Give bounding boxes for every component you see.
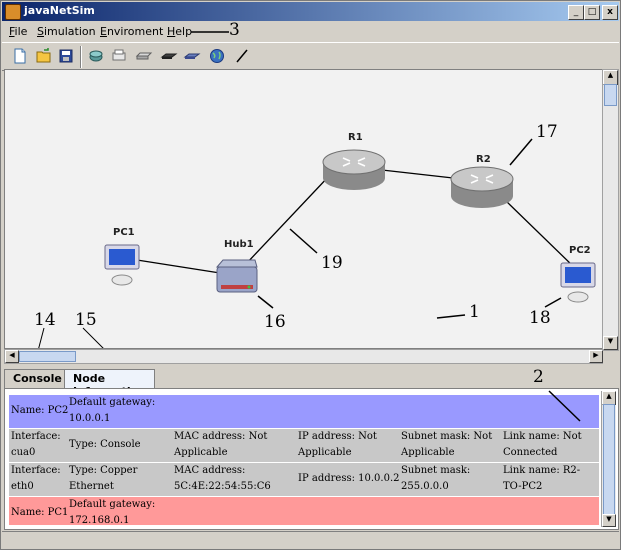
annotation-2: 2 [533,367,544,387]
menu-bar: File Simulation Enviroment Help [2,22,619,41]
annotation-16: 16 [264,312,286,332]
save-disk-icon[interactable] [57,47,75,65]
interface-link: Link name: Not Connected [503,431,582,458]
network-canvas[interactable]: R1 R2 PC1 PC2 Hub1 17 19 16 18 1 14 15 [4,69,603,349]
canvas-vertical-scrollbar[interactable]: ▲ ▼ [602,69,619,351]
menu-enviroment[interactable]: Enviroment [100,25,164,38]
interface-mac: MAC address: 5C:4E:22:54:55:C6 [174,465,271,492]
new-file-icon[interactable] [11,47,29,65]
hub1-icon[interactable] [215,259,258,293]
node-gateway: Default gateway: 172.168.0.1 [69,499,156,525]
vertical-scroll-thumb[interactable] [604,84,617,106]
annotation-3-line [191,31,229,33]
interface-row: Interface: cua0 Type: Console MAC addres… [9,429,599,462]
interface-mac: MAC address: Not Applicable [174,431,268,458]
annotation-2-line [548,390,581,422]
interface-type: Type: Copper Ethernet [69,465,138,492]
scroll-down-arrow[interactable]: ▼ [603,336,618,350]
node-row-pc2: Name: PC2 Default gateway: 10.0.0.1 [9,395,599,428]
node-name: Name: PC1 [11,507,69,518]
tab-console[interactable]: Console [4,369,71,390]
annotation-1: 1 [469,302,480,322]
topology-diagram [104,149,596,303]
status-bar [2,531,619,549]
annotation-17: 17 [536,122,558,142]
interface-name: Interface: cua0 [11,431,61,458]
interface-subnet: Subnet mask: Not Applicable [401,431,493,458]
title-bar[interactable]: javaNetSim _ □ x [2,2,619,21]
interface-ip: IP address: Not Applicable [298,431,377,458]
scroll-up-arrow[interactable]: ▲ [603,70,618,85]
java-app-icon [5,4,21,20]
interface-name: Interface: eth0 [11,465,61,492]
menu-help[interactable]: Help [167,25,193,38]
node-label-r1: R1 [348,132,363,143]
switch-add-icon[interactable] [135,47,153,65]
link-add-icon[interactable] [183,47,201,65]
pc1-icon[interactable] [104,244,140,286]
info-scroll-up-arrow[interactable]: ▲ [602,391,616,405]
tab-node-information[interactable]: Node Information [64,369,155,398]
annotation-3: 3 [229,20,240,40]
annotation-14: 14 [34,310,56,330]
info-scroll-thumb[interactable] [603,404,615,516]
pc2-icon[interactable] [560,262,596,303]
node-label-pc2: PC2 [569,245,591,256]
interface-subnet: Subnet mask: 255.0.0.0 [401,465,471,492]
menu-file[interactable]: File [9,25,28,38]
router-add-icon[interactable] [87,47,105,65]
scroll-left-arrow[interactable]: ◀ [5,350,19,363]
interface-link: Link name: R2-TO-PC2 [503,465,581,492]
link-r2-pc2[interactable] [504,199,576,269]
node-label-hub1: Hub1 [224,239,254,250]
open-folder-icon[interactable] [35,47,53,65]
minimize-button[interactable]: _ [568,5,584,20]
canvas-horizontal-scrollbar[interactable]: ◀ ▶ [4,349,603,364]
link-pc1-hub1[interactable] [136,259,221,274]
line-icon[interactable] [233,47,251,65]
node-row-pc1: Name: PC1 Default gateway: 172.168.0.1 [9,497,599,525]
annotation-18: 18 [529,308,551,328]
interface-row: Interface: eth0 Type: Copper Ethernet MA… [9,463,599,496]
interface-ip: IP address: 10.0.0.2 [298,473,400,484]
window-title: javaNetSim [24,4,95,17]
interface-type: Type: Console [69,439,141,450]
horizontal-scroll-thumb[interactable] [19,351,76,362]
hub-add-icon[interactable] [160,47,178,65]
annotation-15: 15 [75,310,97,330]
close-button[interactable]: x [602,5,618,20]
pc-add-icon[interactable] [110,47,128,65]
node-name: Name: PC2 [11,405,69,416]
info-vertical-scrollbar[interactable]: ▲ ▼ [601,391,616,527]
info-scroll-down-arrow[interactable]: ▼ [602,514,616,527]
menu-simulation[interactable]: Simulation [37,25,96,38]
globe-icon[interactable] [208,47,226,65]
node-gateway: Default gateway: 10.0.0.1 [69,397,156,424]
node-info-table: Name: PC2 Default gateway: 10.0.0.1 Inte… [9,392,599,525]
maximize-button[interactable]: □ [584,5,600,20]
link-hub1-r1[interactable] [244,174,331,266]
node-label-pc1: PC1 [113,227,135,238]
annotation-19: 19 [321,253,343,273]
scroll-right-arrow[interactable]: ▶ [589,350,603,363]
link-r1-r2[interactable] [381,169,454,179]
node-label-r2: R2 [476,154,491,165]
router-r2-icon[interactable] [450,166,514,208]
toolbar-separator [80,46,82,68]
toolbar [2,42,619,71]
router-r1-icon[interactable] [322,149,386,190]
node-information-panel: Name: PC2 Default gateway: 10.0.0.1 Inte… [4,367,619,530]
